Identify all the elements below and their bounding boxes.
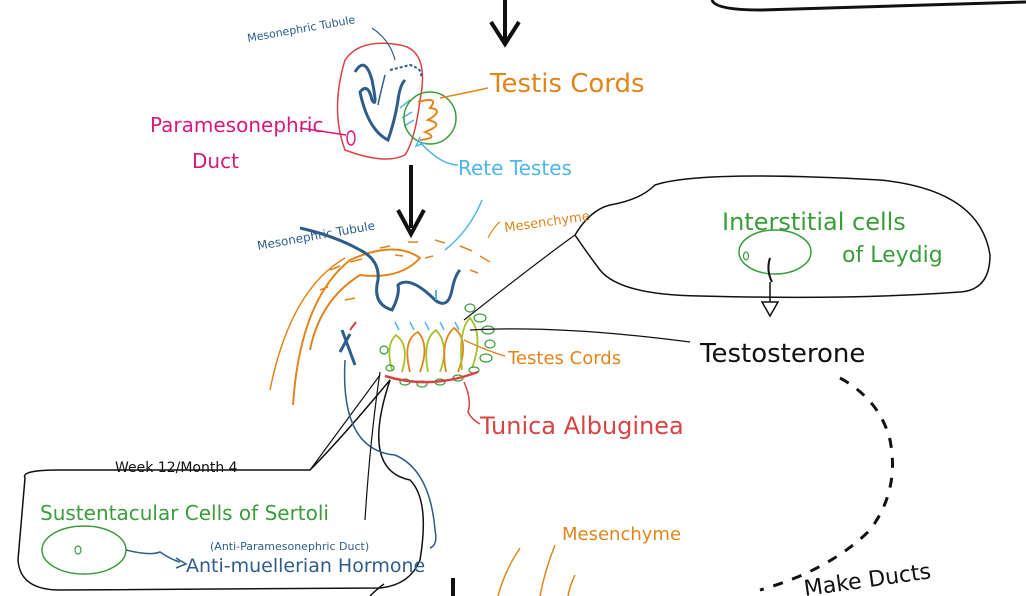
duct-label: Duct: [192, 149, 239, 173]
testosterone-dashed-arrow: [759, 376, 894, 592]
testis-cords-label: Testis Cords: [489, 69, 645, 99]
anti-paramesonephric-label: (Anti-Paramesonephric Duct): [210, 540, 369, 553]
middle-arrow: [396, 165, 426, 239]
top-box-edge: [710, 0, 1026, 12]
of-leydig-label: of Leydig: [842, 243, 943, 268]
testis-diagram: [269, 199, 691, 425]
lower-mesenchyme-strokes: [497, 544, 576, 596]
sertoli-box: [17, 374, 425, 591]
early-gonad-diagram: [299, 27, 489, 166]
week-label: Week 12/Month 4: [115, 460, 238, 476]
top-arrow: [489, 0, 521, 48]
sertoli-pointer-line: [364, 371, 381, 521]
testes-cords-label: Testes Cords: [507, 348, 621, 369]
mesenchyme-lower-label: Mesenchyme: [562, 524, 681, 545]
sertoli-label: Sustentacular Cells of Sertoli: [40, 501, 329, 525]
leydig-bubble: [574, 175, 991, 318]
paramesonephric-label: Paramesonephric: [150, 113, 323, 137]
make-ducts-label: Make Ducts: [802, 559, 932, 596]
amh-label: Anti-muellerian Hormone: [186, 555, 425, 577]
amh-pointer-line: [343, 359, 437, 549]
mesonephric-tubule-top-label: Mesonephric Tubule: [246, 13, 356, 45]
tunica-albuginea-label: Tunica Albuginea: [479, 412, 684, 440]
lower-curve: [369, 583, 385, 596]
rete-testes-label: Rete Testes: [458, 156, 572, 180]
interstitial-cells-label: Interstitial cells: [722, 208, 906, 236]
testosterone-label: Testosterone: [699, 339, 865, 369]
